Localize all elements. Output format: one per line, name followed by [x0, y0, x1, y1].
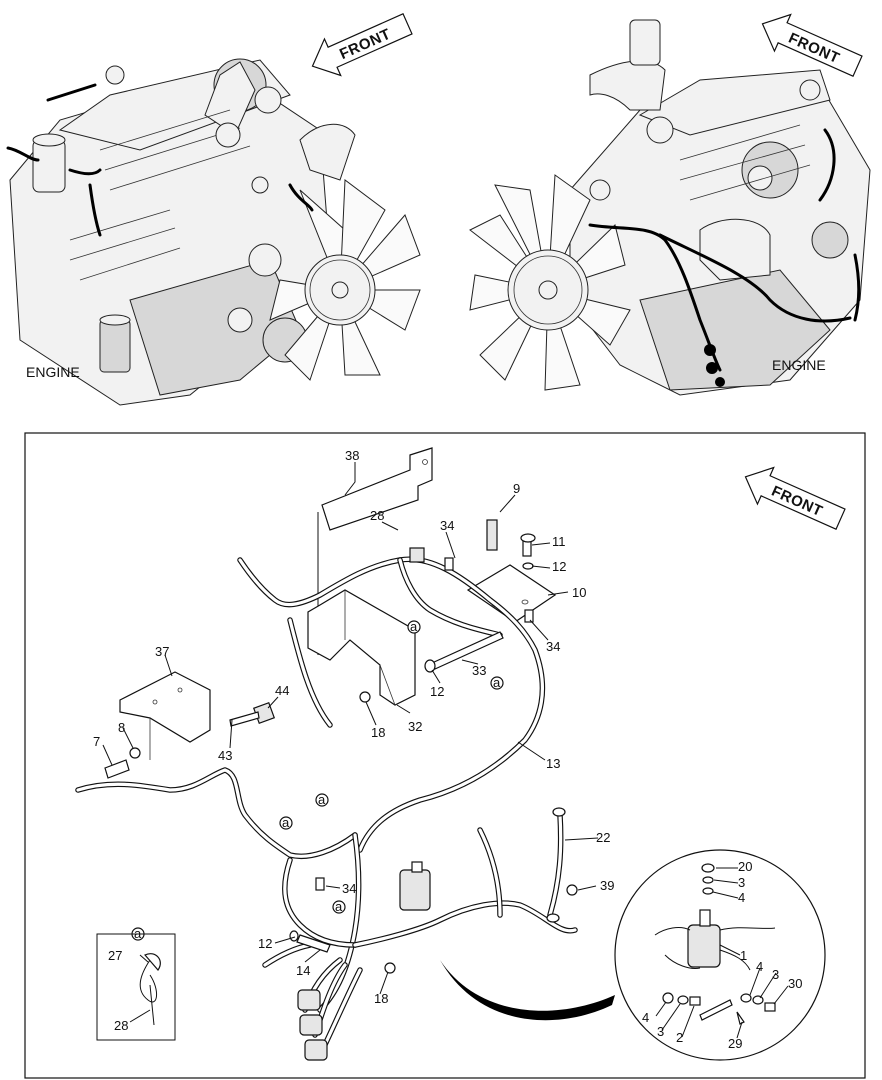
front-arrow-top-left: FRONT [311, 13, 413, 77]
callout-3: 3 [772, 967, 779, 982]
engine-label-right: ENGINE [772, 357, 826, 373]
callout-30: 30 [788, 976, 802, 991]
svg-text:a: a [493, 675, 501, 690]
callout-34: 34 [342, 881, 356, 896]
callout-32: 32 [408, 719, 422, 734]
callout-28: 28 [370, 508, 384, 523]
relay-detail-circle [440, 849, 826, 1061]
callout-10: 10 [572, 585, 586, 600]
callout-44: 44 [275, 683, 289, 698]
callout-9: 9 [513, 481, 520, 496]
fan-right [469, 174, 631, 391]
callout-3: 3 [657, 1024, 664, 1039]
front-arrow-detail: FRONT [744, 466, 846, 530]
marker-a: a [490, 675, 504, 690]
callout-4: 4 [642, 1010, 649, 1025]
callout-13: 13 [546, 756, 560, 771]
callout-28: 28 [114, 1018, 128, 1033]
svg-text:a: a [410, 619, 418, 634]
callout-34: 34 [440, 518, 454, 533]
callout-20: 20 [738, 859, 752, 874]
callout-18: 18 [374, 991, 388, 1006]
connectors [297, 861, 431, 1061]
leader-lines [102, 462, 789, 1039]
svg-text:a: a [318, 792, 326, 807]
cable-22 [546, 807, 566, 923]
callout-39: 39 [600, 878, 614, 893]
marker-a: a [315, 792, 329, 807]
callout-4: 4 [756, 959, 763, 974]
bracket-37 [119, 671, 211, 760]
svg-text:a: a [282, 815, 290, 830]
callout-14: 14 [296, 963, 310, 978]
callout-34: 34 [546, 639, 560, 654]
hardware [104, 519, 578, 974]
callout-38: 38 [345, 448, 359, 463]
callout-18: 18 [371, 725, 385, 740]
callout-1: 1 [740, 948, 747, 963]
inset-clip-detail [96, 933, 176, 1041]
callout-22: 22 [596, 830, 610, 845]
svg-text:a: a [335, 899, 343, 914]
engine-label-left: ENGINE [26, 364, 80, 380]
callout-8: 8 [118, 720, 125, 735]
callout-4: 4 [738, 890, 745, 905]
marker-a: a [279, 815, 293, 830]
engine-left-view: FRONT [6, 13, 421, 406]
callout-3: 3 [738, 875, 745, 890]
engine-right-view: FRONT [469, 13, 871, 396]
marker-a-group: a a a a a a [131, 619, 504, 941]
detail-frame [24, 432, 866, 1079]
marker-a: a [407, 619, 421, 634]
callout-43: 43 [218, 748, 232, 763]
callout-27: 27 [108, 948, 122, 963]
callout-37: 37 [155, 644, 169, 659]
callout-7: 7 [93, 734, 100, 749]
callout-11: 11 [552, 534, 566, 549]
fan-left [269, 179, 421, 381]
callout-2: 2 [676, 1030, 683, 1045]
bracket-32 [307, 589, 416, 706]
marker-a: a [332, 899, 346, 914]
callout-33: 33 [472, 663, 486, 678]
callout-labels: 38 9 28 34 11 12 10 34 33 12 32 18 13 37… [93, 448, 802, 1051]
callout-12: 12 [552, 559, 566, 574]
callout-12: 12 [258, 936, 272, 951]
callout-29: 29 [728, 1036, 742, 1051]
callout-12: 12 [430, 684, 444, 699]
